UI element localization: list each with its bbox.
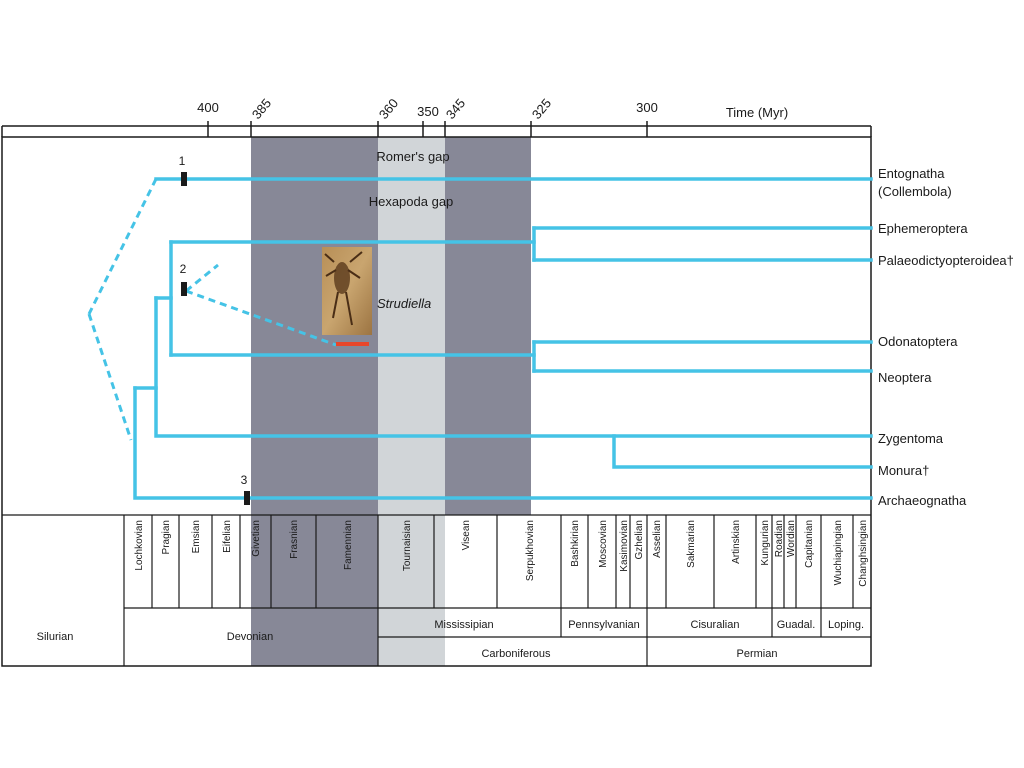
stage-sakmarian: Sakmarian [686, 520, 697, 568]
period-carboniferous: Carboniferous [481, 648, 551, 660]
hexapoda-gap-band-left [251, 137, 378, 666]
axis-title: Time (Myr) [726, 105, 788, 120]
taxon-neoptera: Neoptera [878, 370, 932, 385]
stage-lochkovian: Lochkovian [134, 520, 145, 571]
hexapoda-gap-band-right [445, 137, 531, 515]
dashed-root-upper [89, 179, 156, 314]
stage-labels: Lochkovian Pragian Emsian Eifelian Givet… [134, 520, 869, 587]
strudiella-fossil [322, 247, 372, 346]
epoch-devonian: Devonian [227, 631, 273, 643]
dashed-node2-branch [186, 265, 218, 291]
taxon-collembola: (Collembola) [878, 184, 952, 199]
stage-changhsingian: Changhsingian [858, 520, 869, 587]
stage-capitanian: Capitanian [804, 520, 815, 568]
taxon-odonatoptera: Odonatoptera [878, 334, 958, 349]
taxon-palaeodictyopteroidea: Palaeodictyopteroidea† [878, 253, 1014, 268]
period-labels: Silurian Devonian Mississipian Pennsylva… [37, 619, 864, 660]
node-marker-3 [244, 491, 250, 505]
gap-shading [251, 137, 531, 666]
stage-kungurian: Kungurian [760, 520, 771, 566]
node-label-3: 3 [241, 473, 248, 487]
scale-bar [336, 342, 369, 346]
stage-wordian: Wordian [786, 520, 797, 557]
dashed-root-lower [89, 314, 131, 440]
node-markers: 1 2 3 [179, 154, 250, 505]
epoch-mississipian: Mississipian [434, 619, 493, 631]
stage-gzhelian: Gzhelian [634, 520, 645, 559]
node-marker-2 [181, 282, 187, 296]
stage-tournaisian: Tournaisian [402, 520, 413, 571]
taxon-archaeognatha: Archaeognatha [878, 493, 967, 508]
epoch-guadalupian: Guadal. [777, 619, 816, 631]
stage-visean: Visean [461, 520, 472, 550]
epoch-pennsylvanian: Pennsylvanian [568, 619, 640, 631]
tick-label-400: 400 [197, 100, 219, 115]
romers-gap-band [378, 137, 445, 666]
node-label-2: 2 [180, 262, 187, 276]
stage-pragian: Pragian [161, 520, 172, 554]
taxon-zygentoma: Zygentoma [878, 431, 944, 446]
node-label-1: 1 [179, 154, 186, 168]
epoch-cisuralian: Cisuralian [691, 619, 740, 631]
stage-moscovian: Moscovian [598, 520, 609, 568]
stage-famennian: Famennian [343, 520, 354, 570]
fossil-body [334, 262, 350, 294]
romers-gap-label: Romer's gap [376, 149, 449, 164]
stage-emsian: Emsian [191, 520, 202, 553]
stage-kasimovian: Kasimovian [619, 520, 630, 572]
stage-artinskian: Artinskian [731, 520, 742, 564]
tick-label-385: 385 [249, 96, 274, 122]
hexapoda-gap-label: Hexapoda gap [369, 194, 454, 209]
fossil-photo [322, 247, 372, 335]
epoch-lopingian: Loping. [828, 619, 864, 631]
stage-roadian: Roadian [774, 520, 785, 557]
stage-serpukhovian: Serpukhovian [525, 520, 536, 581]
taxon-monura: Monura† [878, 463, 929, 478]
tick-label-360: 360 [376, 96, 401, 122]
tick-label-345: 345 [443, 96, 468, 122]
period-permian: Permian [737, 648, 778, 660]
taxon-ephemeroptera: Ephemeroptera [878, 221, 968, 236]
stage-frasnian: Frasnian [289, 520, 300, 559]
time-axis: 400 350 300 385 360 345 325 Time (Myr) [2, 96, 871, 137]
node-marker-1 [181, 172, 187, 186]
branch-zygentoma-monura [614, 436, 871, 467]
tick-label-300: 300 [636, 100, 658, 115]
tick-label-350: 350 [417, 104, 439, 119]
tick-label-325: 325 [529, 96, 554, 122]
epoch-silurian: Silurian [37, 631, 74, 643]
stage-wuchiapingian: Wuchiapingian [833, 520, 844, 585]
fossil-label: Strudiella [377, 296, 431, 311]
stage-eifelian: Eifelian [222, 520, 233, 553]
taxon-entognatha: Entognatha [878, 166, 945, 181]
taxon-labels: Entognatha (Collembola) Ephemeroptera Pa… [878, 166, 1014, 508]
stage-asselian: Asselian [652, 520, 663, 558]
stage-bashkirian: Bashkirian [570, 520, 581, 567]
stage-givetian: Givetian [251, 520, 262, 557]
